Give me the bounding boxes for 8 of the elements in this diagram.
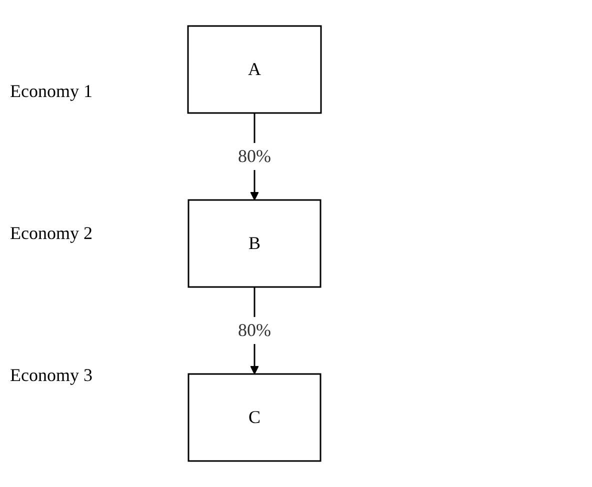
node-box: C <box>188 373 322 462</box>
row-label: Economy 2 <box>10 222 94 244</box>
row-label: Economy 3 <box>10 365 94 386</box>
edge-label: 80% <box>238 146 271 166</box>
node-box: B <box>188 199 322 288</box>
edge-label: 80% <box>238 320 271 340</box>
row-label: Economy 1 <box>10 80 94 102</box>
node-box: A <box>187 25 322 114</box>
